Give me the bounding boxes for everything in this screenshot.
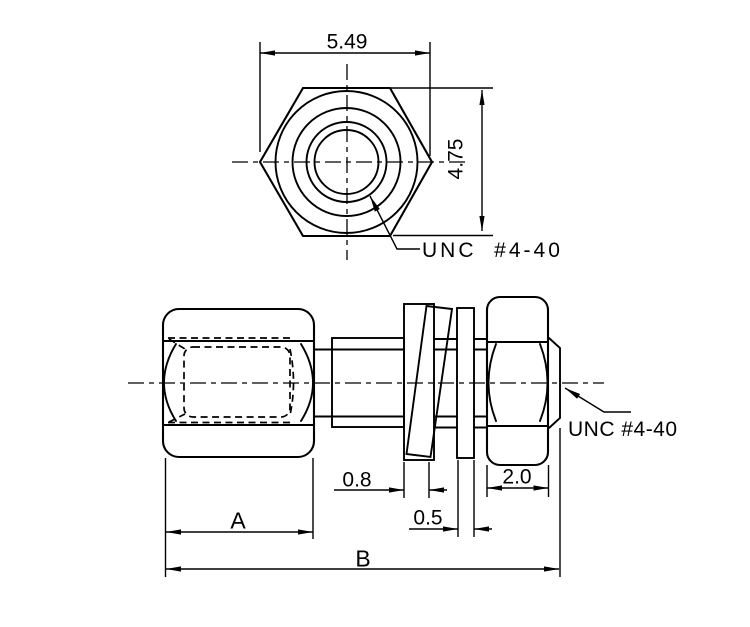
hidden-chamfer <box>168 413 186 423</box>
flat-washer <box>456 307 475 459</box>
dim-label-overall-length: B <box>355 545 371 572</box>
nut-outline <box>485 295 550 467</box>
thread-callout-side: UNC #4-40 <box>568 418 678 441</box>
leader-line <box>369 195 420 250</box>
dim-label-lock-washer: 0.8 <box>342 468 372 492</box>
facet-arc <box>163 343 177 422</box>
dim-label-flat-washer: 0.5 <box>413 506 443 530</box>
stud-end <box>548 337 561 429</box>
hidden-bore-outline <box>183 346 291 418</box>
hidden-bore-end-arc <box>289 348 295 416</box>
facet-arc <box>539 343 549 422</box>
hex-outline <box>258 86 434 238</box>
lock-washer <box>403 303 454 461</box>
thread-leader-side <box>564 387 631 413</box>
dim-across-flats <box>391 87 493 237</box>
facet-arc <box>487 343 497 422</box>
flat-washer-outline <box>456 307 475 459</box>
dim-nut-width <box>486 465 550 497</box>
side-view <box>128 295 631 577</box>
arrowhead <box>260 50 275 56</box>
arrowhead <box>429 487 444 493</box>
arrowhead <box>389 487 404 493</box>
arrowhead <box>443 526 458 532</box>
lock-washer-split <box>405 304 454 459</box>
dim-across-corners <box>259 42 431 156</box>
dim-label-nut-width: 2.0 <box>502 465 532 489</box>
threaded-shaft <box>313 338 488 429</box>
dim-label-across-flats: 4.75 <box>444 138 468 180</box>
hex-nut <box>485 295 550 467</box>
arrowhead <box>415 50 430 56</box>
arrowhead <box>487 485 502 491</box>
arrowhead <box>565 388 581 399</box>
hidden-bore <box>168 337 295 424</box>
chamfer-circle <box>291 107 402 217</box>
thread-major-circle <box>305 121 388 203</box>
leader-line <box>564 387 631 413</box>
thread-minor-circle <box>313 129 380 195</box>
lock-washer-outline <box>403 303 435 461</box>
dim-body-length <box>164 458 314 577</box>
arrowhead <box>370 196 380 212</box>
body-circle <box>274 90 419 234</box>
arrowhead <box>533 485 549 491</box>
top-view <box>232 42 493 260</box>
dim-flat-washer <box>409 460 492 537</box>
dim-label-across-corners: 5.49 <box>326 30 368 54</box>
arrowhead <box>479 90 485 105</box>
thread-leader-top <box>369 195 420 250</box>
thread-callout-top: UNC #4-40 <box>422 239 563 262</box>
hex-body <box>161 307 316 459</box>
dim-lock-washer <box>334 462 447 498</box>
dim-overall-length <box>166 428 561 577</box>
hidden-chamfer <box>168 338 186 350</box>
body-outline <box>161 307 316 459</box>
dim-label-body-length: A <box>230 507 246 534</box>
facet-arc <box>300 343 314 422</box>
arrowhead <box>298 529 313 535</box>
arrowhead <box>166 566 181 572</box>
arrowhead <box>544 566 559 572</box>
arrowhead <box>474 526 489 532</box>
arrowhead <box>479 216 485 231</box>
arrowhead <box>166 529 181 535</box>
